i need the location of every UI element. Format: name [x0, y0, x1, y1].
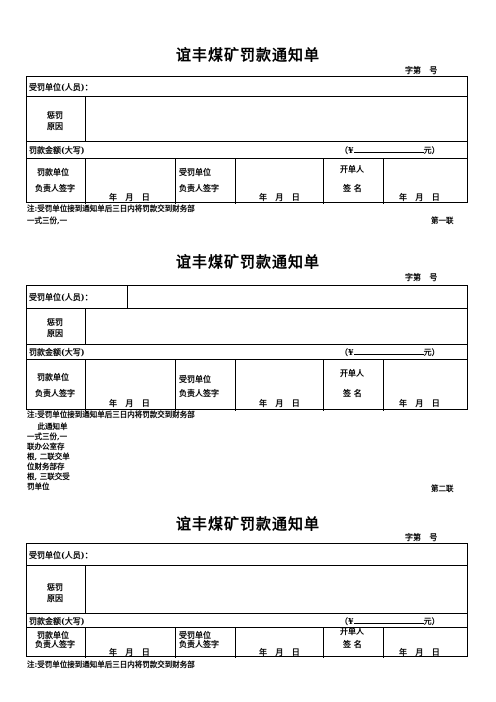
reason-label-1: 惩罚 [47, 110, 63, 120]
date-field-2[interactable]: 年 月 日 [259, 192, 300, 202]
serial-number: 字第 号 [405, 65, 438, 75]
receiving-unit-label: 受罚单位 [179, 167, 211, 177]
penalty-unit-sign-label: 负责人签字 [35, 388, 75, 398]
amount-field[interactable]: （¥元） [340, 347, 440, 357]
copy-note-line: 根, 三联交受 [27, 472, 70, 481]
receiving-unit-sign-label: 负责人签字 [179, 388, 219, 398]
penalty-unit-label: 罚款单位 [37, 372, 69, 382]
receiving-unit-sign-label: 负责人签字 [179, 639, 219, 649]
copy-note-line: 一式三份,一 [27, 432, 68, 441]
date-field-1[interactable]: 年 月 日 [109, 647, 150, 657]
form-table: 受罚单位(人员)： 惩罚 原因 罚款金额(大写) （¥元） 罚款单位 负责人签字… [26, 543, 468, 658]
reason-label-1: 惩罚 [47, 317, 63, 327]
reason-label-2: 原因 [47, 593, 63, 603]
recipient-row: 受罚单位(人员)： [27, 544, 467, 566]
amount-row: 罚款金额(大写) （¥元） [27, 345, 467, 360]
copy-note-line: 根, 二联交单 [27, 452, 70, 461]
reason-row: 惩罚 原因 [27, 97, 467, 142]
date-field-3[interactable]: 年 月 日 [399, 647, 440, 657]
date-field-1[interactable]: 年 月 日 [109, 398, 150, 408]
copy-label: 第一联 [431, 216, 454, 225]
issuer-label: 开单人 [340, 164, 364, 174]
amount-label: 罚款金额(大写) [29, 347, 85, 357]
receiving-unit-label: 受罚单位 [179, 630, 211, 640]
serial-number: 字第 号 [405, 532, 438, 542]
reason-row: 惩罚 原因 [27, 309, 467, 345]
serial-number: 字第 号 [405, 272, 438, 282]
issuer-label: 开单人 [340, 626, 364, 636]
recipient-row: 受罚单位(人员)： [27, 77, 467, 97]
recipient-label: 受罚单位(人员)： [29, 292, 93, 302]
amount-label: 罚款金额(大写) [29, 145, 85, 155]
copy-note-line: 位财务部存 [27, 462, 65, 471]
signature-row: 罚款单位 负责人签字 年 月 日 受罚单位 负责人签字 年 月 日 开单人 签 … [27, 626, 467, 658]
copy-note: 一式三份,一 [27, 216, 68, 225]
amount-label: 罚款金额(大写) [29, 616, 85, 626]
note-text: 注:受罚单位接到通知单后三日内将罚款交到财务部 [27, 660, 195, 669]
receiving-unit-label: 受罚单位 [179, 374, 211, 384]
copy-label: 第二联 [431, 484, 454, 493]
signature-row: 罚款单位 负责人签字 年 月 日 受罚单位 负责人签字 年 月 日 开单人 签 … [27, 159, 467, 204]
form-table: 受罚单位(人员)： 惩罚 原因 罚款金额(大写) （¥元） 罚款单位 负责人签字… [26, 76, 468, 204]
form-table: 受罚单位(人员)： 惩罚 原因 罚款金额(大写) （¥元） 罚款单位 负责人签字… [26, 285, 468, 411]
amount-row: 罚款金额(大写) （¥元） [27, 614, 467, 628]
reason-label-1: 惩罚 [47, 582, 63, 592]
issuer-label: 开单人 [340, 368, 364, 378]
date-field-3[interactable]: 年 月 日 [399, 398, 440, 408]
reason-label-2: 原因 [47, 328, 63, 338]
issuer-sign-label: 签 名 [343, 388, 362, 398]
issuer-sign-label: 签 名 [343, 183, 362, 193]
penalty-unit-sign-label: 负责人签字 [35, 639, 75, 649]
issuer-sign-label: 签 名 [343, 639, 362, 649]
signature-row: 罚款单位 负责人签字 年 月 日 受罚单位 负责人签字 年 月 日 开单人 签 … [27, 360, 467, 411]
penalty-unit-sign-label: 负责人签字 [35, 183, 75, 193]
reason-label-2: 原因 [47, 121, 63, 131]
recipient-label: 受罚单位(人员)： [29, 550, 93, 560]
copy-note-line: 联办公室存 [27, 442, 65, 451]
amount-field[interactable]: （¥元） [340, 616, 440, 626]
form-title: 谊丰煤矿罚款通知单 [175, 46, 320, 64]
recipient-row: 受罚单位(人员)： [27, 286, 467, 309]
date-field-1[interactable]: 年 月 日 [109, 192, 150, 202]
penalty-unit-label: 罚款单位 [37, 167, 69, 177]
copy-note-line: 此通知单 [27, 422, 68, 431]
note-text: 注:受罚单位接到通知单后三日内将罚款交到财务部 [27, 410, 195, 419]
date-field-2[interactable]: 年 月 日 [259, 647, 300, 657]
form-title: 谊丰煤矿罚款通知单 [175, 253, 320, 271]
receiving-unit-sign-label: 负责人签字 [179, 183, 219, 193]
penalty-unit-label: 罚款单位 [37, 630, 69, 640]
reason-row: 惩罚 原因 [27, 566, 467, 614]
recipient-label: 受罚单位(人员)： [29, 82, 93, 92]
copy-note-line: 罚单位 [27, 482, 50, 491]
date-field-3[interactable]: 年 月 日 [399, 192, 440, 202]
note-text: 注:受罚单位接到通知单后三日内将罚款交到财务部 [27, 204, 195, 213]
form-title: 谊丰煤矿罚款通知单 [175, 515, 320, 533]
amount-field[interactable]: （¥元） [340, 145, 440, 155]
date-field-2[interactable]: 年 月 日 [259, 398, 300, 408]
amount-row: 罚款金额(大写) （¥元） [27, 142, 467, 159]
